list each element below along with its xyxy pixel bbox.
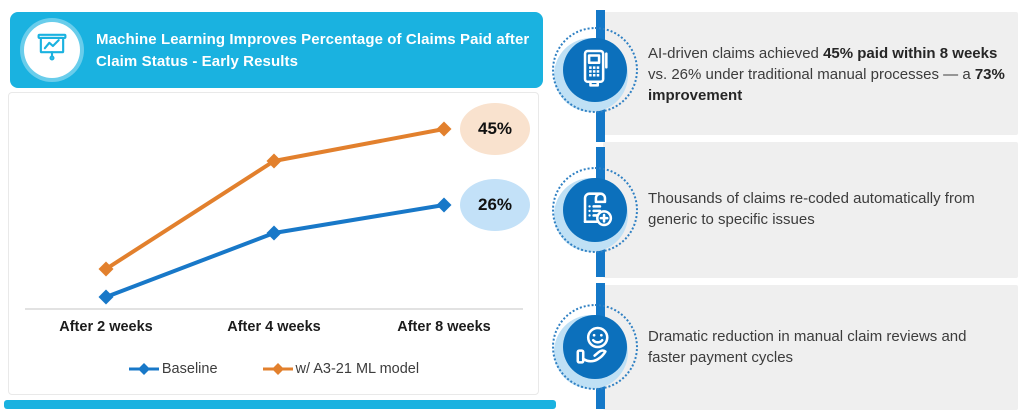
legend-item: w/ A3-21 ML model	[262, 361, 420, 377]
legend-marker-icon	[128, 363, 159, 375]
x-axis-label: After 8 weeks	[397, 319, 491, 335]
line-chart-card: After 2 weeks After 4 weeks After 8 weeks 2…	[8, 92, 539, 395]
icon-dotted-ring	[552, 167, 638, 253]
data-label-bubble: 45%	[460, 103, 530, 155]
icon-dotted-ring	[552, 27, 638, 113]
chart-title-line1: Machine Learning Improves Percentage of …	[96, 31, 530, 48]
insight-card	[603, 285, 1018, 410]
chart-title: Machine Learning Improves Percentage of …	[96, 29, 529, 73]
x-axis-label: After 2 weeks	[59, 319, 153, 335]
chart-legend: Baseline w/ A3-21 ML model	[9, 361, 538, 377]
data-label-bubble: 26%	[460, 179, 530, 231]
legend-label: Baseline	[161, 361, 218, 377]
card-terminal-icon	[563, 38, 627, 102]
scroll-plus-icon	[563, 178, 627, 242]
x-axis-label: After 4 weeks	[227, 319, 321, 335]
legend-marker-icon	[262, 363, 293, 375]
bottom-accent-strip	[4, 400, 556, 409]
insight-text: AI-driven claims achieved 45% paid withi…	[648, 45, 1005, 104]
hand-smiley-icon	[563, 315, 627, 379]
icon-dotted-ring	[552, 304, 638, 390]
presentation-chart-icon	[24, 22, 80, 78]
insight-text: Thousands of claims re-coded automatical…	[648, 190, 975, 228]
insight-text: Dramatic reduction in manual claim revie…	[648, 328, 967, 366]
chart-header-banner: Machine Learning Improves Percentage of …	[10, 12, 543, 88]
insight-card	[603, 12, 1018, 135]
legend-label: w/ A3-21 ML model	[295, 361, 420, 377]
legend-item: Baseline	[128, 361, 218, 377]
chart-title-line2: Claim Status - Early Results	[96, 53, 299, 70]
line-chart-svg	[25, 121, 523, 310]
insight-card	[603, 142, 1018, 278]
